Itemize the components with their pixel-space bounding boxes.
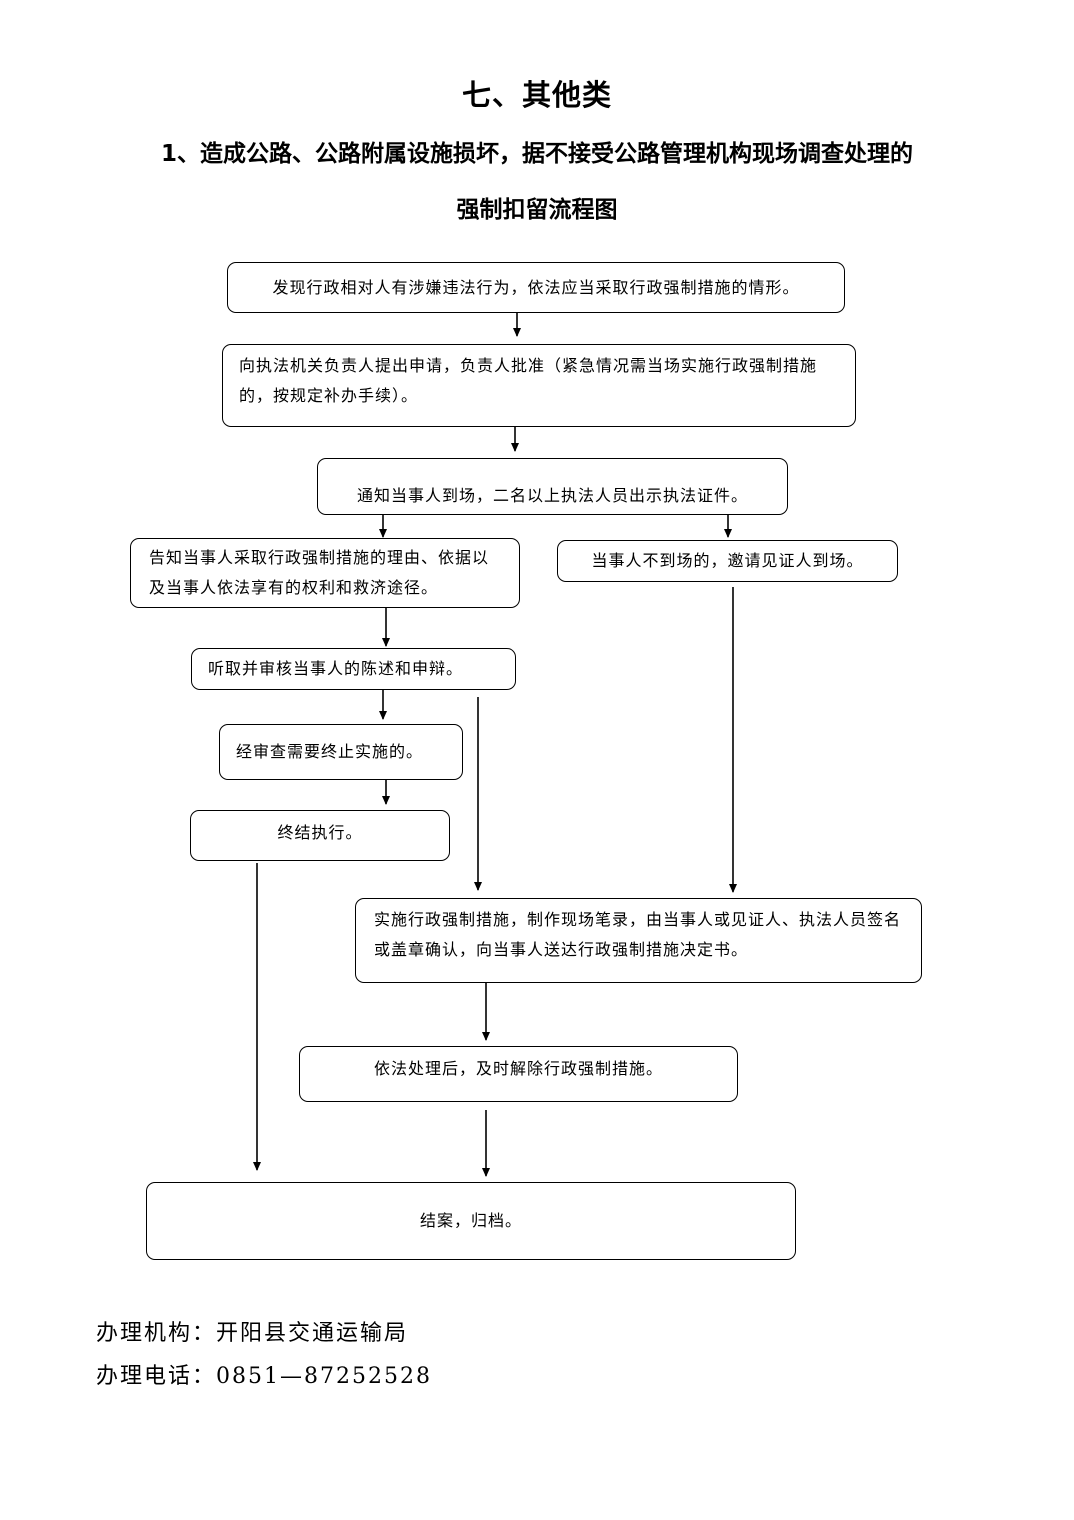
step-terminate-box: 终结执行。 (190, 810, 450, 861)
step-release-text: 依法处理后，及时解除行政强制措施。 (373, 1059, 663, 1078)
step-hear-text: 听取并审核当事人的陈述和申辩。 (208, 659, 464, 678)
step-inform-text: 告知当事人采取行政强制措施的理由、依据以及当事人依法享有的权利和救济途径。 (149, 548, 490, 597)
flowchart-title-line2: 强制扣留流程图 (456, 197, 618, 223)
step-absent-text: 当事人不到场的，邀请见证人到场。 (591, 551, 864, 570)
step-release-box: 依法处理后，及时解除行政强制措施。 (299, 1046, 738, 1102)
step-discover-box: 发现行政相对人有涉嫌违法行为，依法应当采取行政强制措施的情形。 (227, 262, 845, 313)
step-implement-box: 实施行政强制措施，制作现场笔录，由当事人或见证人、执法人员签名或盖章确认，向当事… (355, 898, 922, 983)
step-close-box: 结案，归档。 (146, 1182, 796, 1260)
step-notify-text: 通知当事人到场，二名以上执法人员出示执法证件。 (356, 485, 748, 505)
step-close-text: 结案，归档。 (419, 1211, 522, 1230)
step-hear-box: 听取并审核当事人的陈述和申辩。 (191, 648, 516, 690)
flowchart-title-line1: 1、造成公路、公路附属设施损坏，据不接受公路管理机构现场调查处理的 (160, 141, 913, 167)
step-terminate-review-box: 经审查需要终止实施的。 (219, 724, 463, 780)
step-absent-box: 当事人不到场的，邀请见证人到场。 (557, 540, 898, 582)
step-apply-text: 向执法机关负责人提出申请，负责人批准（紧急情况需当场实施行政强制措施的，按规定补… (239, 356, 818, 405)
step-discover-text: 发现行政相对人有涉嫌违法行为，依法应当采取行政强制措施的情形。 (272, 277, 800, 297)
step-apply-box: 向执法机关负责人提出申请，负责人批准（紧急情况需当场实施行政强制措施的，按规定补… (222, 344, 856, 427)
page-title: 七、其他类 (461, 78, 612, 112)
step-inform-box: 告知当事人采取行政强制措施的理由、依据以及当事人依法享有的权利和救济途径。 (130, 538, 520, 608)
footer-agency: 办理机构：开阳县交通运输局 (96, 1321, 409, 1346)
step-terminate-review-text: 经审查需要终止实施的。 (236, 742, 424, 761)
step-notify-box: 通知当事人到场，二名以上执法人员出示执法证件。 (317, 458, 788, 515)
footer-phone: 办理电话：0851—87252528 (96, 1364, 432, 1389)
step-terminate-text: 终结执行。 (277, 822, 363, 842)
step-implement-text: 实施行政强制措施，制作现场笔录，由当事人或见证人、执法人员签名或盖章确认，向当事… (374, 910, 902, 959)
